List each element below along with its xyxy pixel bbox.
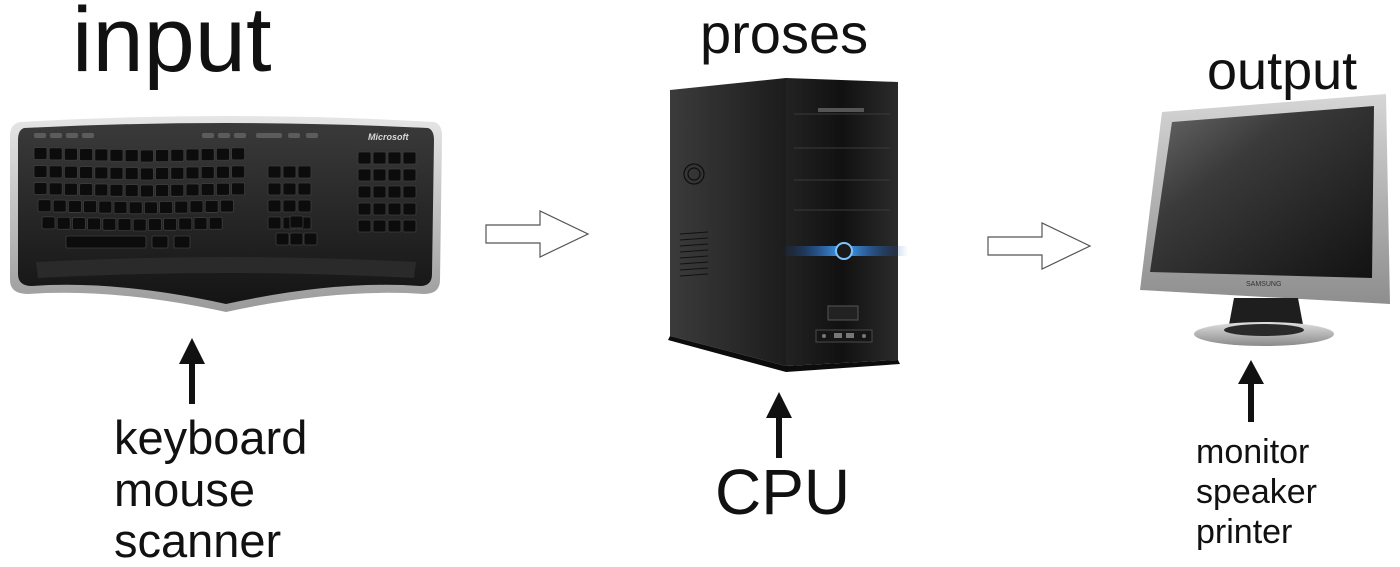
- output-device-list: monitor speaker printer: [1196, 432, 1317, 552]
- keyboard-brand: Microsoft: [368, 132, 410, 142]
- input-device-list: keyboard mouse scanner: [114, 412, 307, 567]
- computer-tower-icon: [668, 78, 908, 372]
- list-item: speaker: [1196, 473, 1317, 512]
- list-item: keyboard: [114, 411, 308, 464]
- flow-arrow-icon: [987, 222, 1092, 270]
- monitor-brand: SAMSUNG: [1246, 281, 1281, 288]
- proses-title: proses: [700, 2, 869, 65]
- list-item: mouse: [114, 462, 256, 516]
- list-item: scanner: [114, 514, 282, 567]
- input-title: input: [72, 0, 272, 91]
- keyboard-icon: Microsoft: [10, 116, 442, 312]
- cpu-label: CPU: [715, 456, 851, 528]
- monitor-icon: SAMSUNG: [1140, 94, 1390, 346]
- output-title: output: [1207, 41, 1358, 101]
- list-item: printer: [1196, 513, 1293, 552]
- flow-arrow-icon: [485, 210, 590, 258]
- up-arrow-icon: [179, 338, 205, 404]
- up-arrow-icon: [766, 392, 792, 458]
- list-item: monitor: [1196, 433, 1310, 471]
- up-arrow-icon: [1238, 360, 1264, 422]
